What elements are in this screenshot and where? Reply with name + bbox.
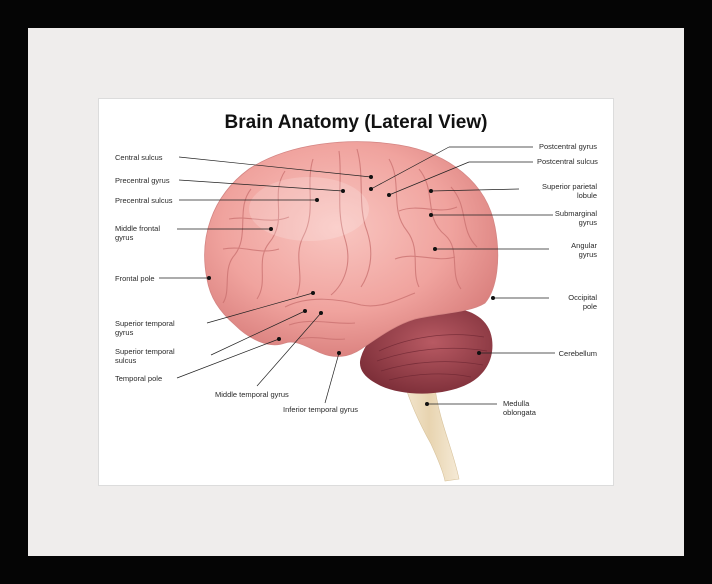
label-angular-gyrus: Angular gyrus: [519, 241, 597, 259]
dot-frontal-pole: [207, 276, 211, 280]
leader-lines: [159, 146, 555, 405]
label-postcentral-gyrus: Postcentral gyrus: [539, 142, 597, 151]
label-superior-parietal-lobule-line2: lobule: [576, 191, 597, 200]
cerebellum-folia: [376, 334, 488, 381]
dot-temporal-pole: [277, 337, 281, 341]
leader-dots: [207, 175, 495, 406]
cerebellum-shape: [359, 308, 493, 394]
label-medulla-oblongata-line2: oblongata: [503, 408, 536, 417]
label-supramarginal-gyrus-line1: Submarginal: [554, 209, 597, 218]
dot-supramarginal-gyrus: [429, 213, 433, 217]
brain-illustration: [159, 141, 555, 482]
dot-occipital-pole: [491, 296, 495, 300]
label-medulla-oblongata: Medulla oblongata: [503, 399, 536, 417]
label-inferior-temporal-gyrus: Inferior temporal gyrus: [283, 405, 359, 414]
label-superior-temporal-gyrus-line1: Superior temporal: [115, 319, 175, 328]
label-superior-parietal-lobule: Superior parietal lobule: [519, 182, 597, 200]
label-middle-frontal-gyrus-line1: Middle frontal: [115, 224, 161, 233]
label-cerebellum: Cerebellum: [558, 349, 597, 358]
label-occipital-pole-line1: Occipital: [568, 293, 597, 302]
dot-precentral-sulcus: [315, 198, 319, 202]
cortex-highlight: [249, 177, 369, 241]
dot-inferior-temporal-gyrus: [337, 351, 341, 355]
dot-precentral-gyrus: [341, 189, 345, 193]
label-angular-gyrus-line1: Angular: [571, 241, 597, 250]
dot-angular-gyrus: [433, 247, 437, 251]
label-frontal-pole: Frontal pole: [115, 274, 155, 283]
label-occipital-pole-line2: pole: [582, 302, 597, 311]
dot-postcentral-gyrus: [369, 187, 373, 191]
label-superior-temporal-sulcus-line2: sulcus: [115, 356, 137, 365]
label-supramarginal-gyrus: Submarginal gyrus: [519, 209, 597, 227]
label-medulla-oblongata-line1: Medulla: [503, 399, 530, 408]
dot-postcentral-sulcus: [387, 193, 391, 197]
label-temporal-pole: Temporal pole: [115, 374, 163, 383]
label-middle-temporal-gyrus: Middle temporal gyrus: [215, 390, 289, 399]
dot-superior-temporal-gyrus: [311, 291, 315, 295]
dot-superior-temporal-sulcus: [303, 309, 307, 313]
label-superior-parietal-lobule-line1: Superior parietal: [541, 182, 597, 191]
dot-central-sulcus: [369, 175, 373, 179]
label-central-sulcus: Central sulcus: [115, 153, 163, 162]
label-superior-temporal-gyrus: Superior temporal gyrus: [115, 319, 175, 337]
label-superior-temporal-sulcus: Superior temporal sulcus: [115, 347, 175, 365]
dot-medulla-oblongata: [425, 402, 429, 406]
label-postcentral-sulcus: Postcentral sulcus: [537, 157, 598, 166]
anatomy-print: Brain Anatomy (Lateral View): [98, 98, 614, 486]
label-superior-temporal-gyrus-line2: gyrus: [115, 328, 134, 337]
label-supramarginal-gyrus-line2: gyrus: [578, 218, 597, 227]
label-superior-temporal-sulcus-line1: Superior temporal: [115, 347, 175, 356]
label-precentral-sulcus: Precentral sulcus: [115, 196, 173, 205]
cortical-folds: [222, 148, 478, 340]
diagram-title: Brain Anatomy (Lateral View): [224, 112, 488, 133]
label-middle-frontal-gyrus: Middle frontal gyrus: [115, 224, 160, 242]
dot-middle-temporal-gyrus: [319, 311, 323, 315]
dot-middle-frontal-gyrus: [269, 227, 273, 231]
label-precentral-gyrus: Precentral gyrus: [115, 176, 170, 185]
label-occipital-pole: Occipital pole: [519, 293, 597, 311]
label-angular-gyrus-line2: gyrus: [578, 250, 597, 259]
label-middle-frontal-gyrus-line2: gyrus: [115, 233, 134, 242]
dot-cerebellum: [477, 351, 481, 355]
dot-superior-parietal-lobule: [429, 189, 433, 193]
